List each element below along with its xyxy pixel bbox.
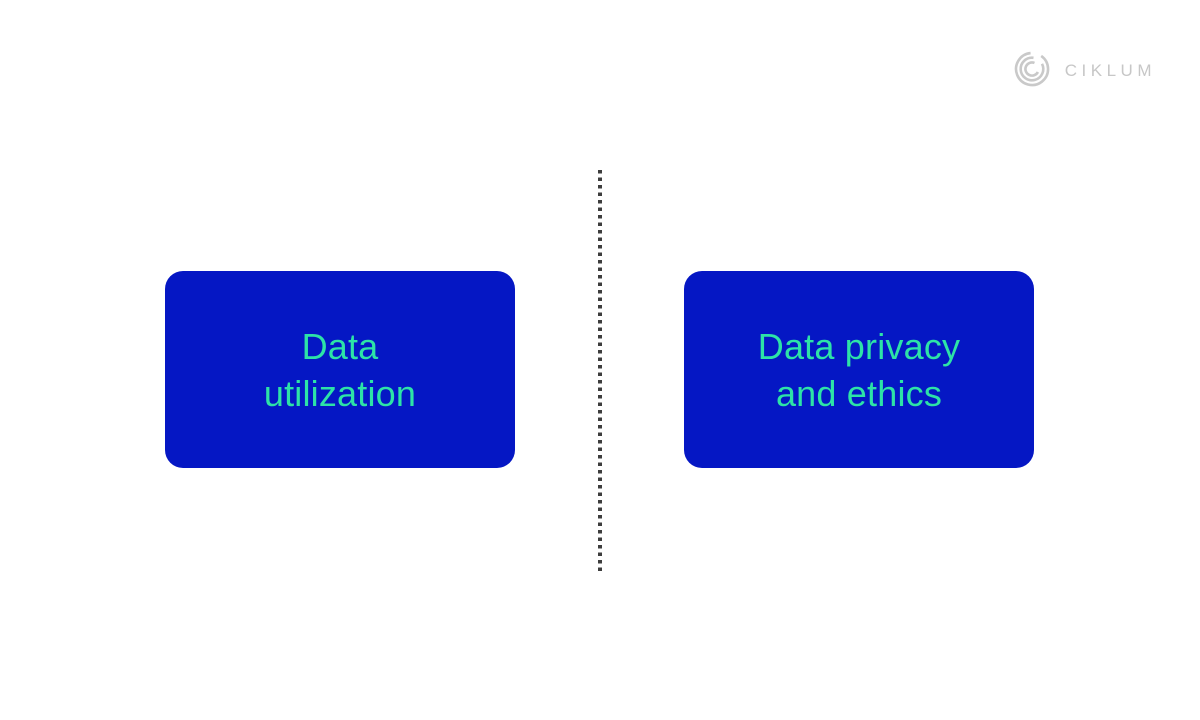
card-data-privacy-ethics: Data privacy and ethics xyxy=(684,271,1034,468)
vertical-dotted-divider xyxy=(598,170,602,571)
ciklum-wordmark: CIKLUM xyxy=(1064,60,1156,80)
card-data-utilization-label: Data utilization xyxy=(263,325,417,414)
ciklum-logo: CIKLUM xyxy=(1013,50,1156,88)
card-data-privacy-ethics-label: Data privacy and ethics xyxy=(757,325,961,414)
card-data-utilization: Data utilization xyxy=(165,271,515,468)
ciklum-arcs-icon xyxy=(1014,51,1050,87)
